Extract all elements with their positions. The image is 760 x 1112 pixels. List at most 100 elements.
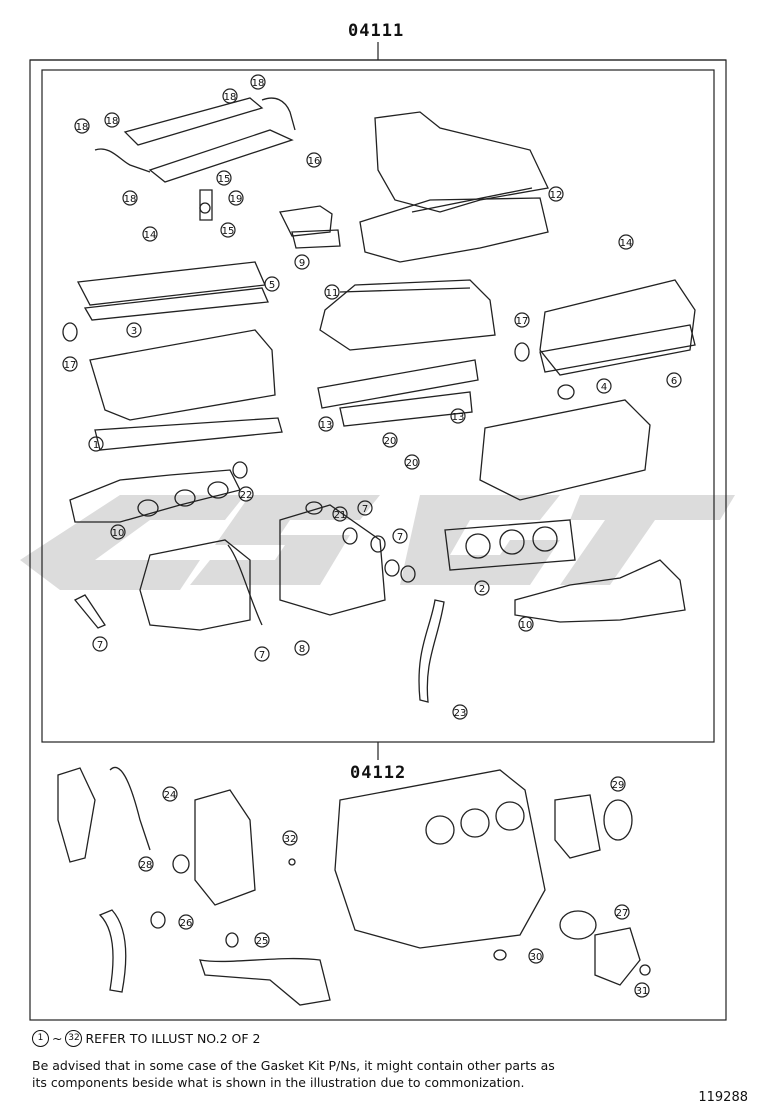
svg-text:4: 4: [601, 382, 607, 393]
cylinder-head-left-drawing: [89, 329, 283, 451]
callout-6: 6: [666, 372, 682, 388]
callout-17b: 17: [514, 312, 530, 328]
svg-text:7: 7: [362, 504, 368, 515]
ref-text: REFER TO ILLUST NO.2 OF 2: [85, 1031, 261, 1046]
callout-29: 29: [610, 776, 626, 792]
cylinder-block-drawing: [334, 769, 546, 949]
drawing-number: 119288: [698, 1090, 748, 1105]
callout-18a: 18: [74, 118, 90, 134]
svg-text:18: 18: [252, 78, 265, 89]
intake-gasket-drawing: [317, 359, 479, 427]
intake-manifold-drawing: [359, 111, 549, 263]
svg-text:7: 7: [259, 650, 265, 661]
lower-parts-drawing: [57, 767, 651, 1006]
ref-end-number: 32: [65, 1030, 83, 1047]
callout-14b: 14: [618, 234, 634, 250]
callout-10b: 10: [518, 616, 534, 632]
svg-text:32: 32: [284, 834, 297, 845]
callout-21: 21: [332, 506, 348, 522]
exhaust-manifold-right-drawing: [514, 559, 686, 623]
svg-text:28: 28: [140, 860, 153, 871]
svg-text:29: 29: [612, 780, 625, 791]
callout-19: 19: [228, 190, 244, 206]
callout-26: 26: [178, 914, 194, 930]
callouts: 1 2 3 4 5 6 7 7 7 7 8 9 10 10 11 12 13 1…: [62, 74, 682, 998]
fuel-rail-drawing: [94, 97, 296, 221]
callout-20a: 20: [382, 432, 398, 448]
svg-text:7: 7: [397, 532, 403, 543]
callout-18d: 18: [222, 88, 238, 104]
callout-15a: 15: [216, 170, 232, 186]
callout-18b: 18: [104, 112, 120, 128]
callout-4: 4: [596, 378, 612, 394]
kit-code-04111: 04111: [348, 21, 404, 41]
svg-text:19: 19: [230, 194, 243, 205]
svg-text:26: 26: [180, 918, 193, 929]
svg-text:13: 13: [320, 420, 333, 431]
svg-text:5: 5: [269, 280, 275, 291]
svg-text:20: 20: [406, 458, 419, 469]
svg-text:20: 20: [384, 436, 397, 447]
callout-12: 12: [548, 186, 564, 202]
small-seals-drawing: [62, 322, 575, 629]
svg-text:25: 25: [256, 936, 269, 947]
valve-cover-left-drawing: [76, 261, 269, 321]
callout-2: 2: [474, 580, 490, 596]
reference-note: 1 ~ 32 REFER TO ILLUST NO.2 OF 2: [32, 1030, 260, 1047]
throttle-gasket-drawing: [279, 205, 341, 249]
svg-text:18: 18: [106, 116, 119, 127]
svg-text:6: 6: [671, 376, 677, 387]
svg-text:18: 18: [76, 122, 89, 133]
svg-text:10: 10: [112, 528, 125, 539]
svg-text:1: 1: [93, 440, 99, 451]
outer-frame: [29, 59, 727, 1021]
callout-28: 28: [138, 856, 154, 872]
callout-13a: 13: [318, 416, 334, 432]
callout-3: 3: [126, 322, 142, 338]
cylinder-head-right-drawing: [479, 399, 651, 501]
svg-text:2: 2: [479, 584, 485, 595]
svg-text:17: 17: [516, 316, 529, 327]
svg-text:16: 16: [308, 156, 321, 167]
callout-14a: 14: [142, 226, 158, 242]
ref-tilde: ~: [52, 1031, 63, 1046]
svg-text:18: 18: [124, 194, 137, 205]
svg-text:27: 27: [616, 908, 629, 919]
callout-1: 1: [88, 436, 104, 452]
callout-17a: 17: [62, 356, 78, 372]
svg-text:30: 30: [530, 952, 543, 963]
callout-24: 24: [162, 786, 178, 802]
dipstick-tube-drawing: [418, 599, 445, 703]
svg-text:21: 21: [334, 510, 347, 521]
callout-18c: 18: [122, 190, 138, 206]
callout-10a: 10: [110, 524, 126, 540]
callout-11: 11: [324, 284, 340, 300]
watermark-logo: [20, 495, 735, 590]
svg-text:12: 12: [550, 190, 563, 201]
svg-text:11: 11: [326, 288, 339, 299]
callout-7b: 7: [392, 528, 408, 544]
callout-27: 27: [614, 904, 630, 920]
callout-9: 9: [294, 254, 310, 270]
svg-text:18: 18: [224, 92, 237, 103]
kit-code-04112: 04112: [350, 763, 406, 783]
svg-text:10: 10: [520, 620, 533, 631]
svg-text:17: 17: [64, 360, 77, 371]
ref-start-number: 1: [32, 1030, 49, 1047]
callout-25: 25: [254, 932, 270, 948]
svg-text:9: 9: [299, 258, 305, 269]
timing-cover-drawing: [139, 504, 386, 631]
callout-7d: 7: [254, 646, 270, 662]
svg-text:14: 14: [144, 230, 157, 241]
callout-18e: 18: [250, 74, 266, 90]
svg-text:8: 8: [299, 644, 305, 655]
callout-16: 16: [306, 152, 322, 168]
callout-30: 30: [528, 948, 544, 964]
valve-cover-right-drawing: [539, 279, 696, 376]
svg-text:14: 14: [620, 238, 633, 249]
intake-lower-drawing: [319, 279, 496, 351]
advice-line-2: its components beside what is shown in t…: [32, 1075, 525, 1090]
callout-8: 8: [294, 640, 310, 656]
callout-13b: 13: [450, 408, 466, 424]
